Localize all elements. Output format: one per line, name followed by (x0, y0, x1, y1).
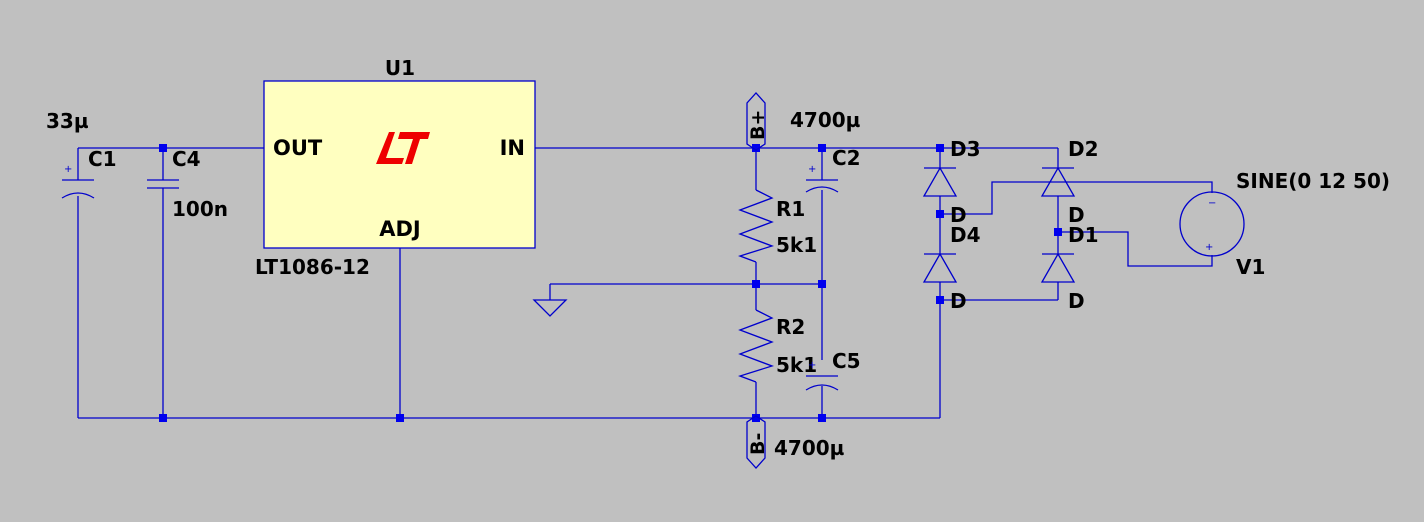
b-plus-flag (746, 92, 766, 151)
junction (936, 144, 944, 152)
diode-d4[interactable]: D4 D (922, 223, 981, 313)
junction (396, 414, 404, 422)
v1-circle (1179, 191, 1245, 257)
c5-polarity-mark: + (808, 360, 816, 371)
r1-value-label: 5k1 (776, 233, 817, 257)
junction (818, 280, 826, 288)
r1-ref-label: R1 (776, 197, 805, 221)
wires (77, 147, 1213, 419)
r1-zigzag (737, 189, 775, 263)
c2-polarity-mark: + (808, 164, 816, 175)
diode-d3[interactable]: D3 D (922, 137, 981, 227)
resistor-r1[interactable]: R1 5k1 (737, 189, 817, 263)
junction (936, 296, 944, 304)
d2-model-label: D (1068, 203, 1085, 227)
v1-plus-mark: + (1205, 242, 1213, 253)
diode-d2[interactable]: D2 D (1040, 137, 1099, 227)
u1-part-label: LT1086-12 (255, 255, 370, 279)
junction (818, 414, 826, 422)
capacitor-c1[interactable]: + 33µ C1 (46, 109, 117, 199)
junction (752, 414, 760, 422)
d1-triangle (1040, 252, 1076, 283)
port-b-plus[interactable]: B+ (746, 92, 769, 151)
capacitor-c2[interactable]: + 4700µ C2 (790, 108, 861, 193)
d3-model-label: D (950, 203, 967, 227)
diode-d1[interactable]: D1 D (1040, 223, 1099, 313)
r2-value-label: 5k1 (776, 353, 817, 377)
b-minus-flag (746, 415, 766, 469)
ground-icon (532, 299, 568, 317)
d2-triangle (1040, 166, 1076, 197)
wire-ac-2[interactable] (1058, 231, 1213, 267)
c5-value-label: 4700µ (774, 436, 845, 460)
lt-logo-icon (376, 132, 430, 164)
c5-curved-plate (805, 384, 839, 391)
capacitor-c4[interactable]: C4 100n (147, 147, 228, 221)
junction (752, 144, 760, 152)
capacitor-c5[interactable]: + C5 4700µ (774, 349, 861, 460)
d3-triangle (922, 166, 958, 197)
c1-polarity-mark: + (64, 164, 72, 175)
u1-pin-out-label: OUT (273, 136, 323, 160)
port-b-minus[interactable]: B- (746, 415, 769, 469)
d2-ref-label: D2 (1068, 137, 1099, 161)
u1-pin-adj-label: ADJ (379, 217, 421, 241)
c5-ref-label: C5 (832, 349, 861, 373)
d1-ref-label: D1 (1068, 223, 1099, 247)
regulator-body[interactable] (263, 80, 536, 249)
c1-curved-plate (61, 192, 95, 199)
v1-spec-label: SINE(0 12 50) (1236, 169, 1390, 193)
c2-ref-label: C2 (832, 146, 861, 170)
b-minus-label: B- (747, 433, 769, 455)
wire-ground[interactable] (549, 283, 822, 300)
d3-ref-label: D3 (950, 137, 981, 161)
junctions (159, 144, 1062, 422)
u1-pin-in-label: IN (500, 136, 525, 160)
d1-model-label: D (1068, 289, 1085, 313)
v1-ref-label: V1 (1236, 255, 1265, 279)
b-plus-label: B+ (747, 110, 769, 140)
junction (159, 414, 167, 422)
d4-triangle (922, 252, 958, 283)
d4-ref-label: D4 (950, 223, 981, 247)
c1-ref-label: C1 (88, 147, 117, 171)
resistor-r2[interactable]: R2 5k1 (737, 309, 817, 383)
d4-model-label: D (950, 289, 967, 313)
junction (159, 144, 167, 152)
r2-zigzag (737, 309, 775, 383)
junction (936, 210, 944, 218)
regulator-u1[interactable]: U1 OUT IN ADJ LT1086-12 (255, 56, 536, 279)
c1-value-label: 33µ (46, 109, 89, 133)
c2-value-label: 4700µ (790, 108, 861, 132)
wire-ac-1[interactable] (940, 181, 1213, 215)
c4-ref-label: C4 (172, 147, 201, 171)
junction (818, 144, 826, 152)
r2-ref-label: R2 (776, 315, 805, 339)
c4-value-label: 100n (172, 197, 228, 221)
v1-minus-mark: − (1208, 198, 1216, 209)
junction (752, 280, 760, 288)
c2-curved-plate (805, 186, 839, 193)
junction (1054, 228, 1062, 236)
u1-ref-label: U1 (385, 56, 415, 80)
voltage-source-v1[interactable]: − + SINE(0 12 50) V1 (1179, 169, 1390, 279)
